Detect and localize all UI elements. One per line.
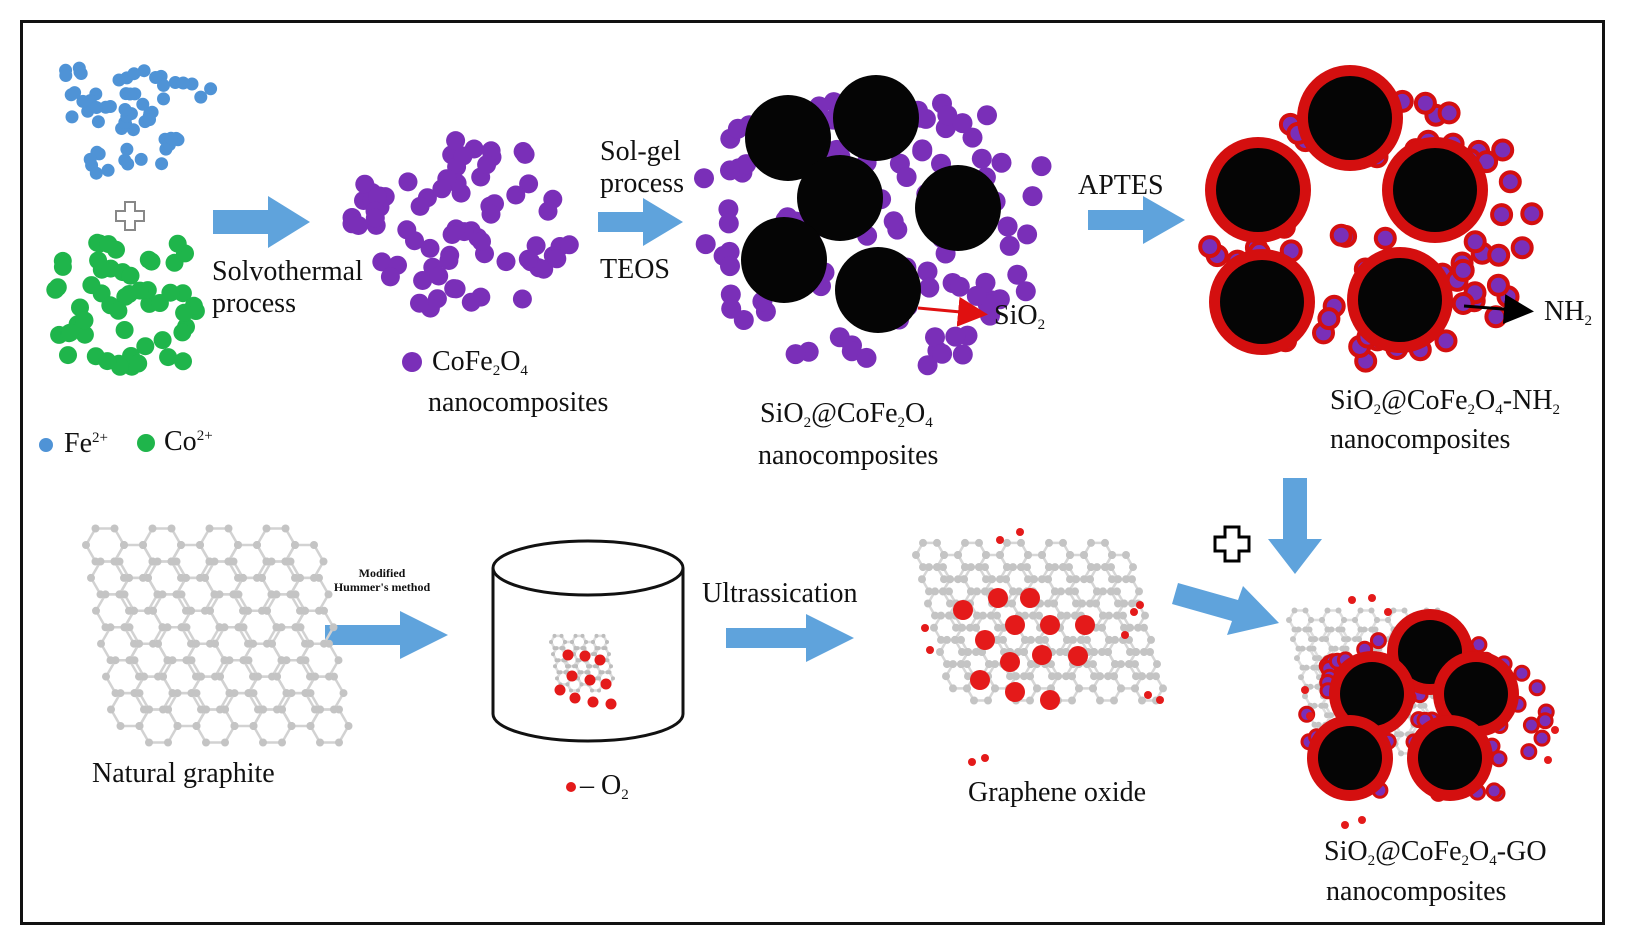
flow-arrow-icon [325, 611, 448, 659]
flow-arrow-icon [1172, 583, 1279, 635]
sio2-cofe-caption: nanocomposites [758, 440, 939, 471]
beaker-graphene-oxide [549, 633, 617, 710]
flow-arrow-icon [1268, 478, 1322, 574]
cofe-legend-label: CoFe2O4 [432, 346, 528, 379]
flow-arrow-icon [726, 614, 854, 662]
final-nanocomposite-caption: nanocomposites [1326, 876, 1507, 907]
graphene-oxide-sheet [912, 528, 1167, 766]
co-legend-label: Co2+ [164, 426, 213, 457]
final-nanocomposite-label: SiO2@CoFe2O4-GO [1324, 836, 1547, 869]
ultrasonication-label: Ultrassication [702, 578, 858, 609]
cofe-caption: nanocomposites [428, 387, 609, 418]
flow-arrow-icon [1088, 196, 1185, 244]
fe-legend-label: Fe2+ [64, 428, 108, 459]
sio2-cofe-cluster [694, 75, 1052, 376]
fe-legend-dot [39, 438, 53, 452]
aptes-label: APTES [1078, 170, 1164, 201]
plus-outline-icon [1213, 525, 1251, 563]
nh2-pointer-arrow [1463, 294, 1534, 325]
natural-graphite-label: Natural graphite [92, 758, 275, 789]
amine-nanocomposite-label: SiO2@CoFe2O4-NH2 [1330, 385, 1561, 418]
oxygen-legend-dot [566, 782, 576, 792]
cofe-legend-dot [402, 352, 422, 372]
co-ion-cluster [46, 233, 205, 376]
plus-outline-icon [115, 201, 145, 231]
graphite-lattice-icon [82, 524, 353, 747]
figure-frame [20, 20, 1605, 925]
co-legend-dot [137, 434, 155, 452]
amine-functionalized-cluster [1198, 65, 1544, 373]
sio2-cofe-go-cluster [1286, 594, 1559, 829]
amine-nanocomposite-caption: nanocomposites [1330, 424, 1511, 455]
teos-label: TEOS [600, 254, 670, 285]
cofe-nanoparticle-cluster [342, 131, 579, 318]
nh2-pointer-label: NH2 [1544, 296, 1592, 329]
sio2-cofe-label: SiO2@CoFe2O4 [760, 398, 933, 431]
flow-arrow-icon [213, 196, 310, 248]
sio2-pointer-label: SiO2 [994, 300, 1046, 333]
graphene-oxide-label: Graphene oxide [968, 777, 1147, 808]
oxygen-legend-label: – O2 [580, 770, 629, 803]
sio2-pointer-arrow [917, 296, 988, 327]
fe-ion-cluster [59, 61, 218, 180]
flow-arrow-icon [598, 198, 683, 246]
